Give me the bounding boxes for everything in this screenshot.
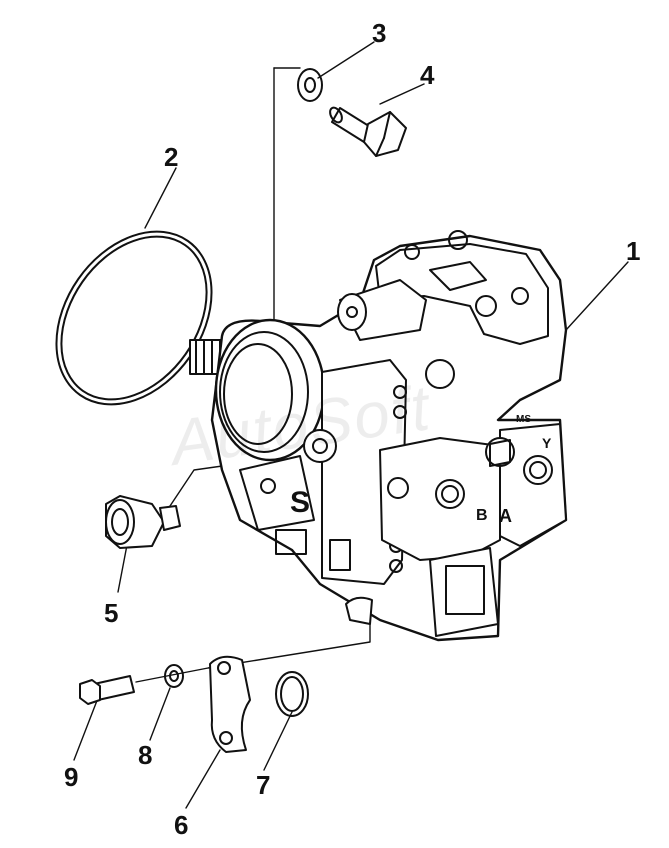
callout-4: 4 bbox=[420, 60, 435, 90]
lock-washer bbox=[164, 664, 184, 688]
housing-mark-a: A bbox=[499, 506, 512, 526]
pump-assembly bbox=[189, 230, 568, 642]
washer bbox=[297, 68, 323, 102]
screw bbox=[79, 675, 135, 705]
flange-clamp bbox=[209, 655, 251, 753]
callout-1: 1 bbox=[626, 236, 641, 266]
callout-6: 6 bbox=[174, 810, 189, 840]
housing-mark-b: B bbox=[476, 507, 488, 524]
callout-3: 3 bbox=[372, 18, 387, 48]
callout-9: 9 bbox=[64, 762, 79, 792]
bolt bbox=[329, 106, 407, 157]
callout-8: 8 bbox=[138, 740, 153, 770]
callout-5: 5 bbox=[104, 598, 119, 628]
callout-7: 7 bbox=[256, 770, 271, 800]
callout-2: 2 bbox=[164, 142, 179, 172]
housing-mark-ms: MS bbox=[516, 414, 531, 425]
housing-mark-s: S bbox=[290, 486, 310, 519]
o-ring-small bbox=[275, 671, 309, 717]
housing-mark-y: Y bbox=[542, 435, 552, 451]
fitting bbox=[105, 495, 181, 549]
